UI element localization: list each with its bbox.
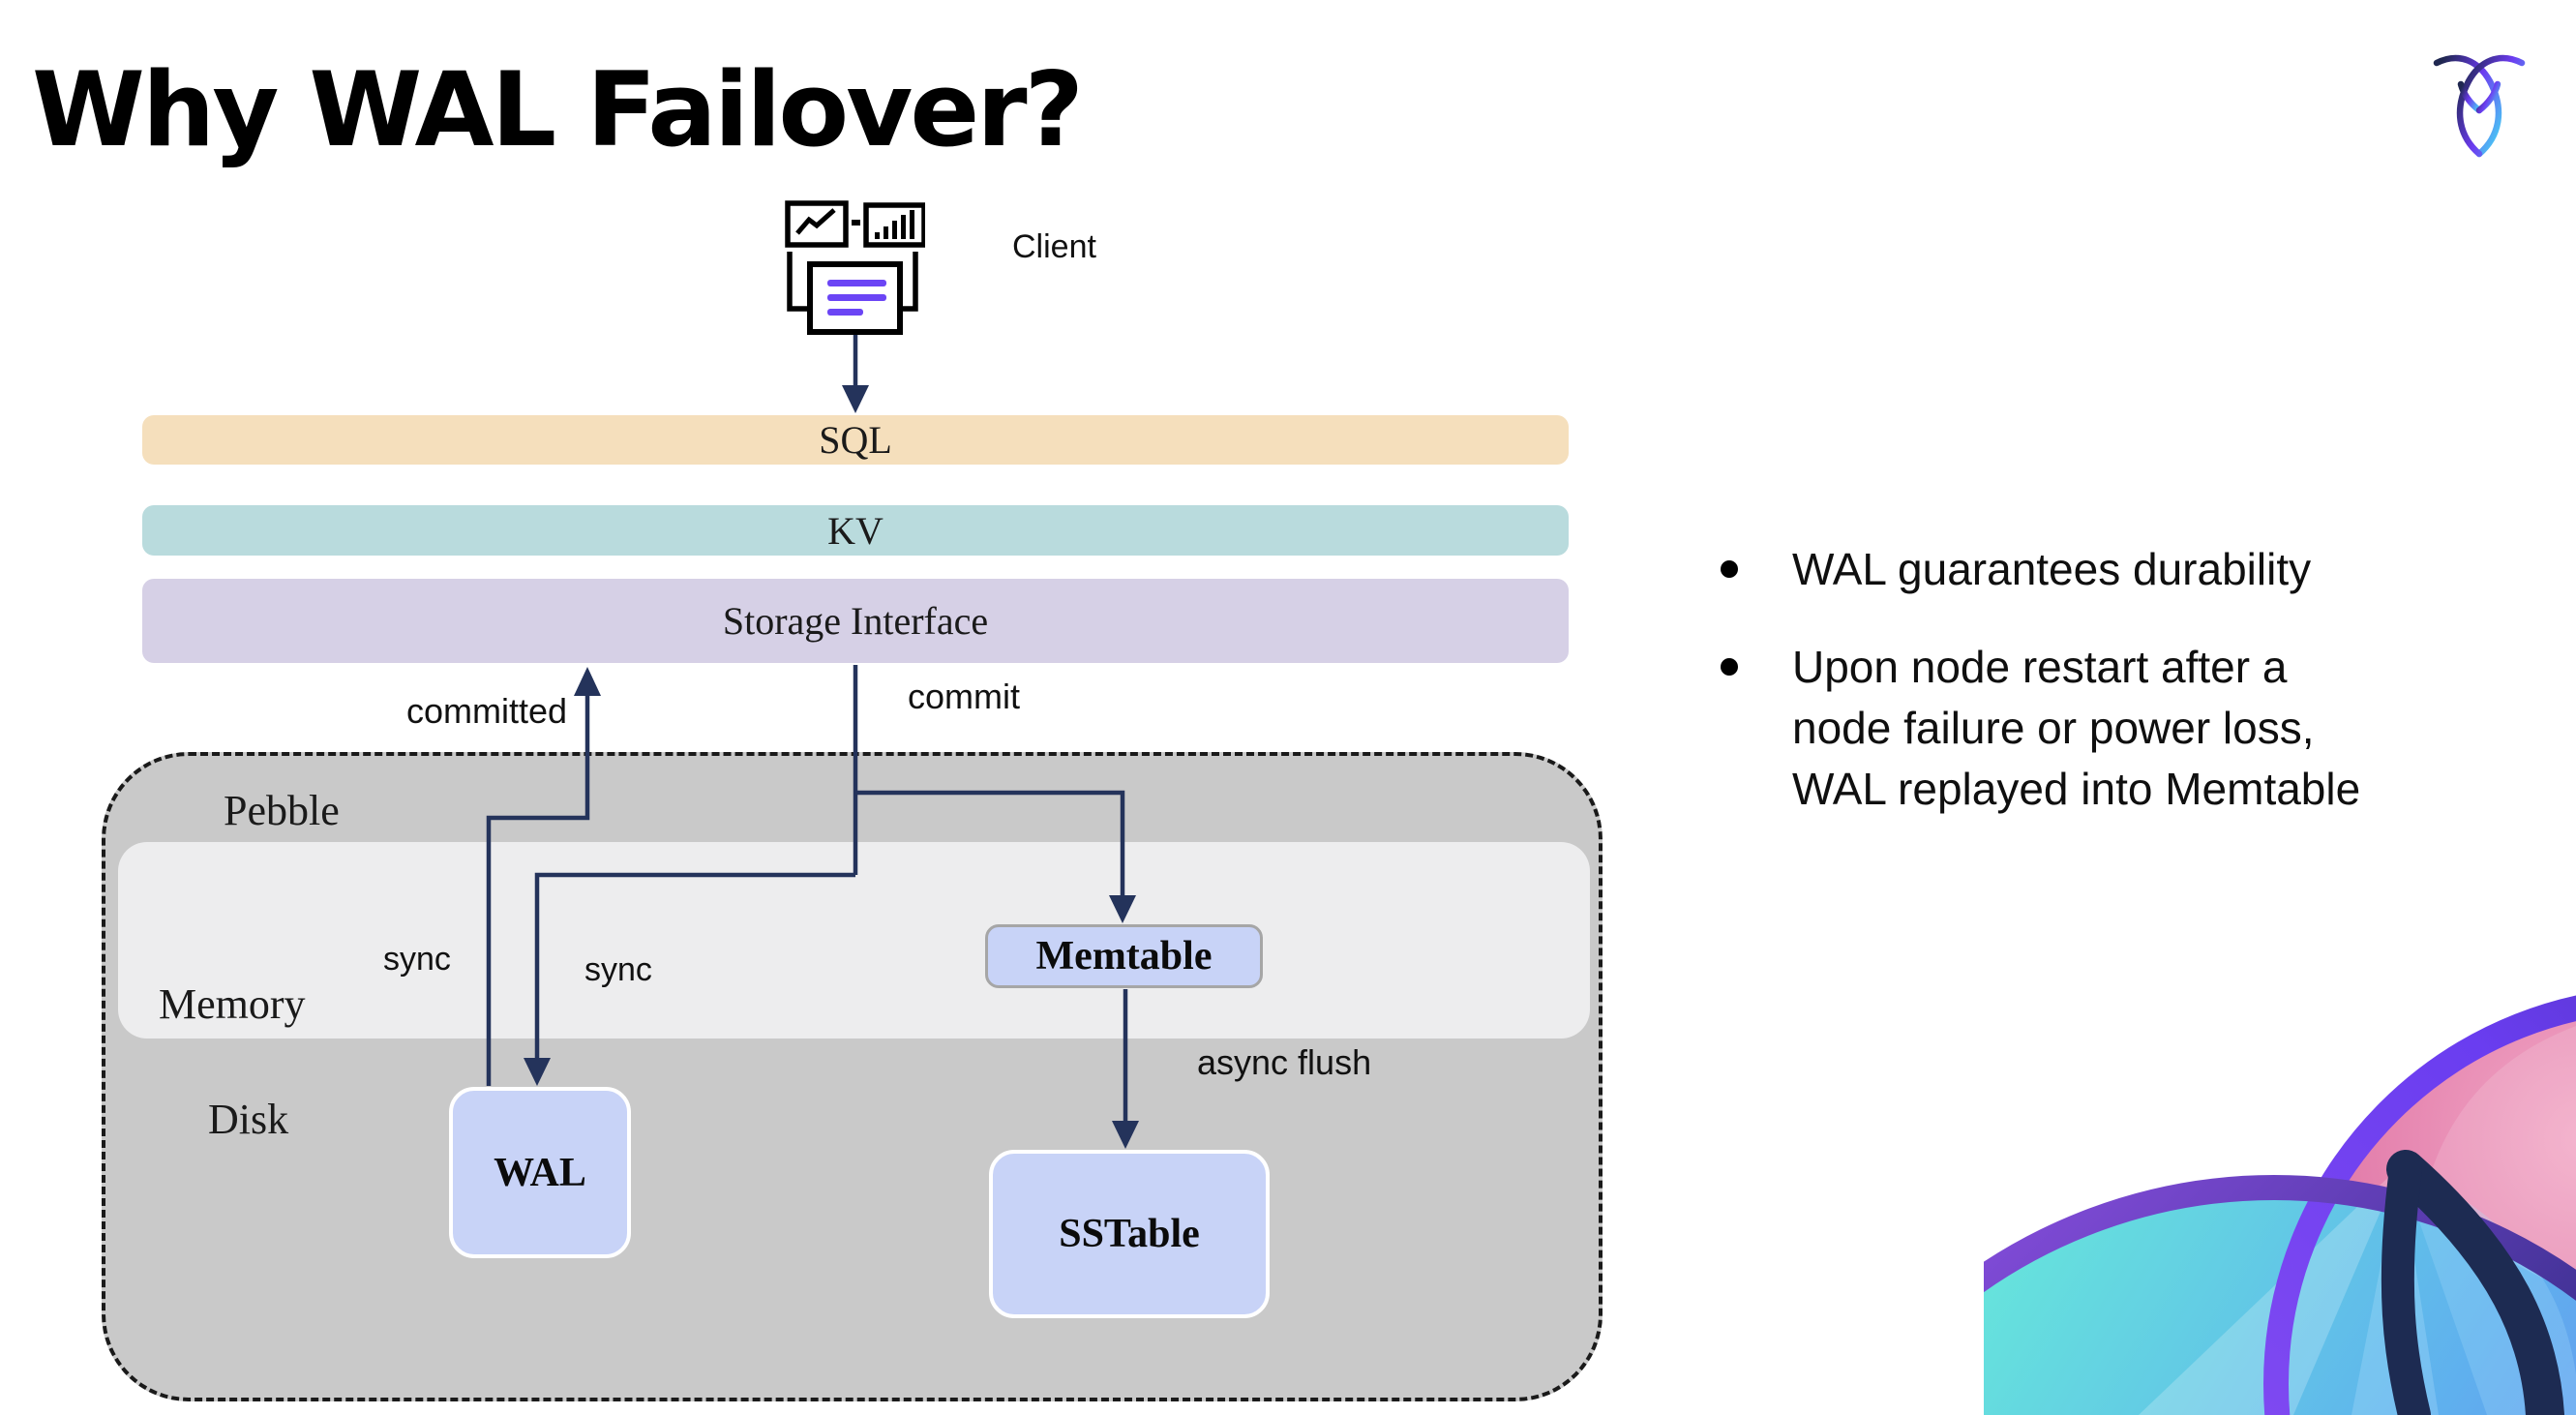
wal-label: WAL: [494, 1150, 586, 1195]
memtable-label: Memtable: [1035, 934, 1213, 978]
bullet-list: WAL guarantees durability Upon node rest…: [1721, 539, 2524, 857]
memory-label: Memory: [159, 980, 306, 1028]
cockroachdb-logo-icon: [2431, 48, 2528, 160]
client-icon: [780, 194, 925, 339]
layer-bar-storage-interface: Storage Interface: [142, 579, 1569, 663]
bullet-dot-icon: [1721, 560, 1738, 578]
memory-band: [118, 842, 1590, 1039]
sstable-label: SSTable: [1059, 1212, 1200, 1256]
layer-bar-storage-label: Storage Interface: [722, 599, 989, 643]
bullet-text: WAL guarantees durability: [1792, 544, 2312, 594]
sync-left-arrow-label: sync: [383, 941, 451, 978]
commit-arrow-label: commit: [908, 677, 1020, 716]
bullet-item-durability: WAL guarantees durability: [1721, 539, 2524, 600]
bullet-item-replay: Upon node restart after a node failure o…: [1721, 637, 2524, 820]
bullet-text: Upon node restart after a node failure o…: [1792, 642, 2361, 814]
sstable-box: SSTable: [989, 1150, 1270, 1318]
layer-bar-sql: SQL: [142, 415, 1569, 465]
memtable-box: Memtable: [985, 924, 1263, 988]
sync-right-arrow-label: sync: [584, 951, 652, 988]
async-flush-arrow-label: async flush: [1197, 1042, 1372, 1082]
layer-bar-kv: KV: [142, 505, 1569, 556]
disk-label: Disk: [208, 1096, 289, 1143]
client-label: Client: [1012, 228, 1096, 265]
bullet-dot-icon: [1721, 658, 1738, 676]
wal-box: WAL: [449, 1087, 631, 1258]
page-title: Why WAL Failover?: [32, 50, 1084, 169]
committed-arrow-label: committed: [406, 691, 568, 731]
pebble-label: Pebble: [224, 787, 340, 834]
gradient-brand-art: [1984, 968, 2576, 1415]
layer-bar-kv-label: KV: [827, 508, 884, 553]
layer-bar-sql-label: SQL: [819, 418, 892, 462]
